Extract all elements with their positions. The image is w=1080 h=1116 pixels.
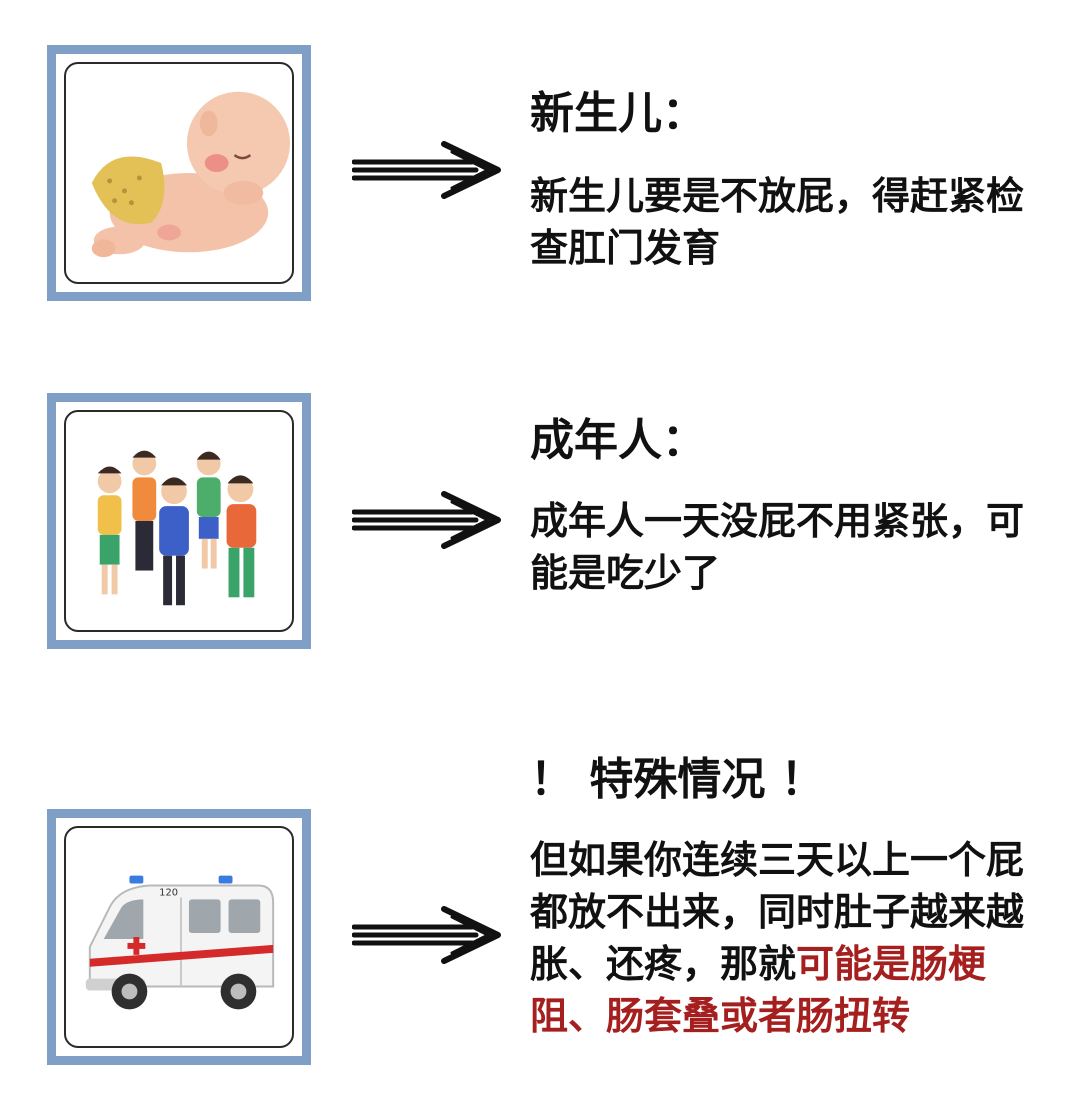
ambulance-icon: 120 <box>85 875 275 1010</box>
newborn-image-card <box>64 62 294 284</box>
adult-group-icon <box>97 450 257 606</box>
adults-image-card <box>64 410 294 632</box>
newborn-heading: 新生儿： <box>530 88 706 139</box>
ambulance-image-frame: 120 <box>47 809 311 1065</box>
special-case-description: 但如果你连续三天以上一个屁都放不出来，同时肚子越来越胀、还疼，那就可能是肠梗阻、… <box>530 834 1050 1042</box>
adults-description: 成年人一天没屁不用紧张，可能是吃少了 <box>530 499 1025 595</box>
newborn-image-frame <box>47 45 311 301</box>
adults-image-frame <box>47 393 311 649</box>
ambulance-number: 120 <box>159 887 178 898</box>
sleeping-baby-icon <box>91 91 290 258</box>
double-arrow-icon-2 <box>352 491 501 549</box>
newborn-description: 新生儿要是不放屁，得赶紧检查肛门发育 <box>530 174 1025 270</box>
adults-heading: 成年人： <box>530 415 706 466</box>
ambulance-image-card: 120 <box>64 826 294 1048</box>
special-case-warning: 可能是肠梗阻、肠套叠或者肠扭转 <box>530 942 987 1038</box>
special-case-text: 但如果你连续三天以上一个屁都放不出来，同时肚子越来越胀、还疼，那就 <box>530 838 1025 986</box>
double-arrow-icon <box>352 141 501 199</box>
special-case-heading: ！ 特殊情况 ！ <box>530 754 825 805</box>
double-arrow-icon-3 <box>352 906 501 964</box>
